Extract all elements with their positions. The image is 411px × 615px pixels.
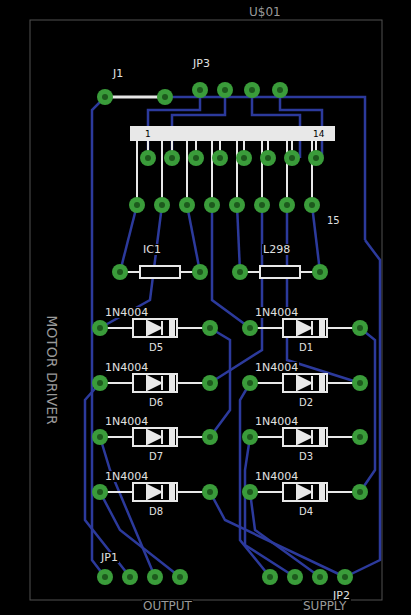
pad	[192, 264, 208, 280]
diode-label: D4	[298, 507, 314, 517]
resistor-symbols	[120, 266, 320, 278]
pad	[92, 484, 108, 500]
pad	[254, 197, 270, 213]
pad	[287, 569, 303, 585]
bottom-text: OUTPUT	[142, 600, 193, 612]
pad	[279, 197, 295, 213]
pad	[164, 150, 180, 166]
diode-value: 1N4004	[104, 471, 149, 482]
pad	[154, 197, 170, 213]
pad	[352, 429, 368, 445]
connector-label: JP3	[192, 58, 211, 69]
pad	[304, 197, 320, 213]
pad	[92, 320, 108, 336]
pad	[352, 320, 368, 336]
pad	[284, 150, 300, 166]
pad	[272, 82, 288, 98]
pad	[308, 150, 324, 166]
pad	[202, 320, 218, 336]
diode-value: 1N4004	[254, 416, 299, 427]
pad	[242, 429, 258, 445]
pad	[312, 264, 328, 280]
pad	[192, 82, 208, 98]
pad	[232, 264, 248, 280]
diode-value: 1N4004	[104, 362, 149, 373]
pin-number: 14	[312, 130, 325, 139]
pads	[92, 82, 368, 585]
pad	[242, 375, 258, 391]
diode-label: D2	[298, 398, 314, 408]
pad	[202, 429, 218, 445]
pad	[242, 320, 258, 336]
diode-label: D6	[148, 398, 164, 408]
pad	[92, 375, 108, 391]
pad	[352, 375, 368, 391]
part-name: U$01	[248, 6, 282, 18]
pin-number: 15	[326, 216, 341, 226]
pad	[97, 569, 113, 585]
pad	[112, 264, 128, 280]
pad	[229, 197, 245, 213]
board-title: MOTOR DRIVER	[45, 314, 59, 426]
pad	[217, 82, 233, 98]
pad	[147, 569, 163, 585]
part-value: L298	[262, 244, 291, 255]
ic-body	[130, 126, 335, 141]
diode-symbols	[100, 319, 360, 501]
diode-label: D8	[148, 507, 164, 517]
pad	[352, 484, 368, 500]
connector-label: JP1	[100, 552, 119, 563]
pad	[129, 197, 145, 213]
pad	[97, 89, 113, 105]
pad	[262, 569, 278, 585]
pad	[179, 197, 195, 213]
pad	[244, 82, 260, 98]
pad	[260, 150, 276, 166]
pad	[202, 484, 218, 500]
diode-label: D7	[148, 452, 164, 462]
copper-traces	[85, 90, 380, 577]
pad	[212, 150, 228, 166]
pad	[236, 150, 252, 166]
pad	[157, 89, 173, 105]
pad	[204, 197, 220, 213]
pad	[337, 569, 353, 585]
pad	[242, 484, 258, 500]
pad	[92, 429, 108, 445]
pad	[122, 569, 138, 585]
pad	[188, 150, 204, 166]
bottom-text: SUPPLY	[302, 600, 347, 612]
diode-label: D3	[298, 452, 314, 462]
pin-number: 1	[144, 130, 152, 139]
diode-value: 1N4004	[104, 416, 149, 427]
pad	[140, 150, 156, 166]
connector-label: J1	[112, 68, 124, 79]
pad	[172, 569, 188, 585]
diode-value: 1N4004	[254, 362, 299, 373]
diode-value: 1N4004	[254, 471, 299, 482]
diode-label: D1	[298, 343, 314, 353]
part-label: IC1	[142, 244, 162, 255]
diode-label: D5	[148, 343, 164, 353]
diode-value: 1N4004	[104, 307, 149, 318]
diode-value: 1N4004	[254, 307, 299, 318]
pad	[202, 375, 218, 391]
pad	[312, 569, 328, 585]
